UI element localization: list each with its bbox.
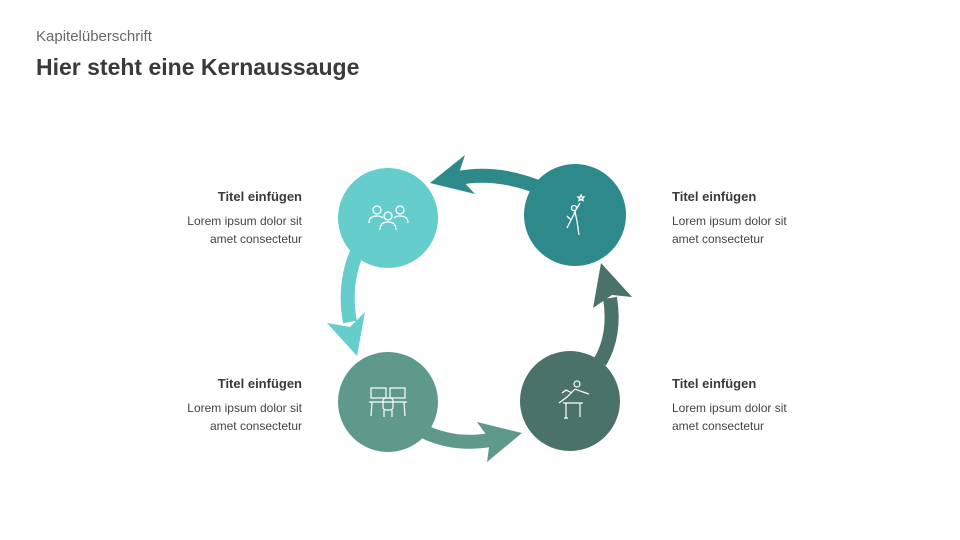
- step-circle-3: [338, 352, 438, 452]
- step-desc-line: Lorem ipsum dolor sit: [187, 214, 302, 228]
- chapter-heading: Kapitelüberschrift: [36, 28, 152, 45]
- step-title: Titel einfügen: [217, 376, 302, 391]
- arrow-top: [430, 155, 548, 197]
- step-circle-4: [520, 351, 620, 451]
- hurdle-runner-icon: [558, 380, 590, 419]
- step-text-4: Titel einfügen Lorem ipsum dolor sit ame…: [672, 375, 832, 435]
- page-title: Hier steht eine Kernaussauge: [36, 54, 360, 80]
- arrow-left: [327, 249, 365, 356]
- step-desc-line: Lorem ipsum dolor sit: [672, 214, 787, 228]
- step-title: Titel einfügen: [672, 189, 757, 204]
- step-title: Titel einfügen: [672, 376, 757, 391]
- step-desc-line: amet consectetur: [209, 419, 302, 433]
- arrow-right: [593, 263, 632, 366]
- people-group-icon: [368, 205, 409, 231]
- step-desc-line: amet consectetur: [209, 232, 302, 246]
- arrow-bottom: [422, 422, 522, 462]
- step-text-3: Titel einfügen Lorem ipsum dolor sit ame…: [142, 375, 302, 435]
- step-circle-1: [338, 168, 438, 268]
- step-desc-line: amet consectetur: [672, 232, 765, 246]
- step-text-2: Titel einfügen Lorem ipsum dolor sit ame…: [672, 188, 832, 248]
- step-desc-line: Lorem ipsum dolor sit: [672, 401, 787, 415]
- step-circle-2: [524, 164, 626, 266]
- success-person-icon: [566, 193, 586, 236]
- step-title: Titel einfügen: [217, 189, 302, 204]
- step-desc-line: Lorem ipsum dolor sit: [187, 401, 302, 415]
- step-desc-line: amet consectetur: [672, 419, 765, 433]
- step-text-1: Titel einfügen Lorem ipsum dolor sit ame…: [142, 188, 302, 248]
- workstation-icon: [369, 387, 407, 417]
